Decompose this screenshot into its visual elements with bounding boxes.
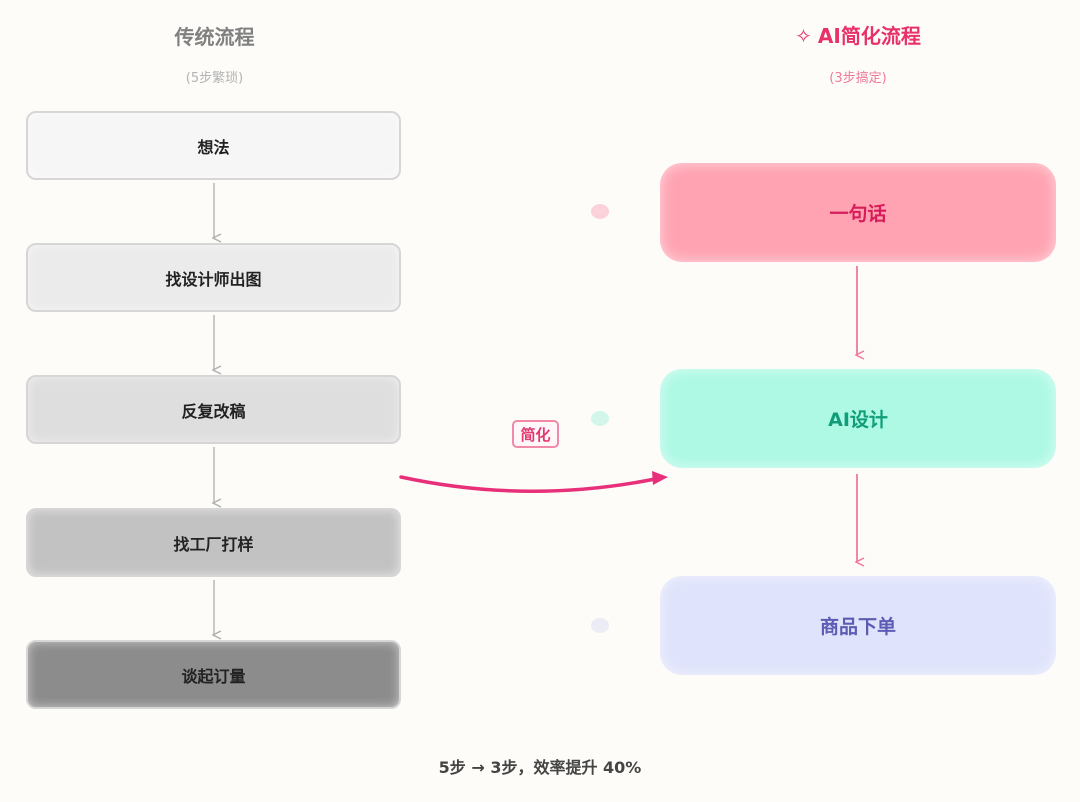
traditional-flow-subtitle: (5步繁琐)	[185, 71, 244, 86]
ai-flow-title: AI简化流程	[817, 24, 921, 48]
left-step-label: 想法	[197, 137, 230, 157]
simplify-arrow	[399, 471, 668, 493]
sparkle-icon: ✧	[795, 24, 812, 48]
traditional-flow-title: 传统流程	[174, 25, 255, 49]
left-step-label: 谈起订量	[181, 666, 246, 686]
left-step-3: 反复改稿	[26, 375, 401, 444]
right-step-3: 商品下单	[660, 576, 1056, 675]
left-step-2: 找设计师出图	[26, 243, 401, 312]
right-step-1: 一句话	[660, 163, 1056, 262]
right-step-2: AI设计	[660, 369, 1056, 468]
right-step-dot-1	[591, 204, 609, 219]
right-step-dot-2	[591, 411, 609, 426]
right-step-label: AI设计	[828, 409, 888, 431]
left-step-label: 找工厂打样	[173, 534, 254, 554]
ai-flow-subtitle: (3步搞定)	[829, 71, 887, 86]
summary-text: 5步 → 3步，效率提升 40%	[438, 758, 642, 777]
left-step-label: 反复改稿	[181, 401, 246, 421]
left-step-label: 找设计师出图	[165, 269, 262, 289]
left-step-4: 找工厂打样	[26, 508, 401, 577]
right-step-dot-3	[591, 618, 609, 633]
ai-flow-title-wrap: ✧AI简化流程	[660, 23, 1056, 49]
simplify-badge: 简化	[512, 420, 559, 448]
right-step-label: 一句话	[829, 203, 887, 225]
left-step-5: 谈起订量	[26, 640, 401, 709]
left-step-1: 想法	[26, 111, 401, 180]
right-step-label: 商品下单	[819, 616, 896, 638]
